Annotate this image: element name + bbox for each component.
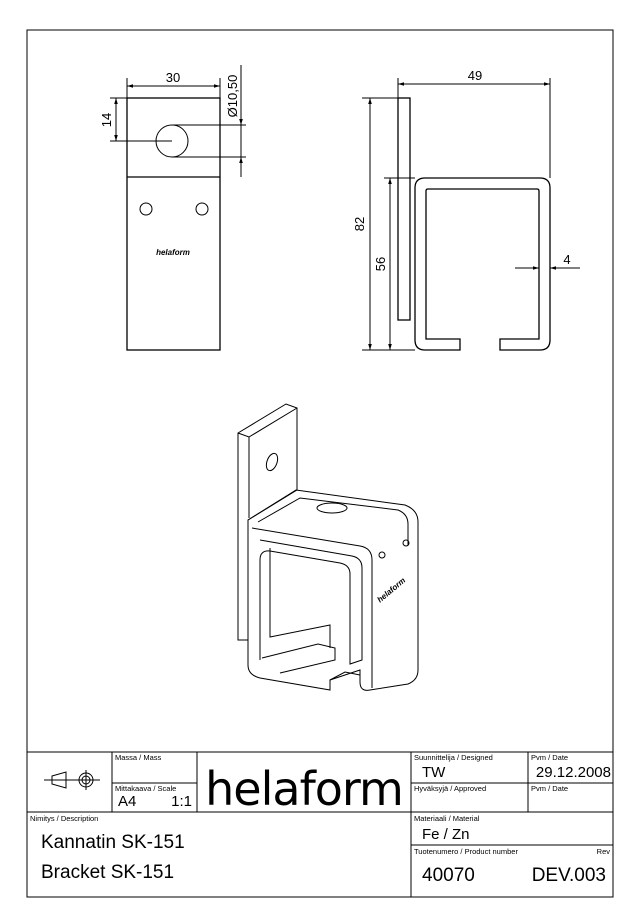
sheet-border bbox=[26, 29, 614, 898]
iso-part-marking: helaform bbox=[376, 576, 408, 605]
approved-date-label: Pvm / Date bbox=[531, 784, 568, 793]
front-view: helaform 30 14 Ø10,50 bbox=[99, 65, 246, 351]
date-label: Pvm / Date bbox=[531, 753, 568, 762]
mass-label: Massa / Mass bbox=[115, 753, 162, 762]
small-hole bbox=[139, 202, 153, 216]
side-view: 49 82 56 4 bbox=[352, 68, 580, 351]
dim-side-width: 49 bbox=[468, 68, 482, 83]
designed-label: Suunnittelija / Designed bbox=[414, 753, 493, 762]
part-marking: helaform bbox=[156, 248, 190, 257]
designed-value: TW bbox=[422, 764, 446, 781]
material-label: Materiaali / Material bbox=[414, 814, 480, 823]
product-number: 40070 bbox=[422, 865, 475, 886]
description-fi: Kannatin SK-151 bbox=[41, 832, 185, 853]
title-block: Massa / Mass Mittakaava / Scale A4 1:1 h… bbox=[27, 751, 613, 897]
dim-front-width: 30 bbox=[166, 70, 180, 85]
date-value: 29.12.2008 bbox=[536, 764, 611, 781]
material-value: Fe / Zn bbox=[422, 826, 470, 843]
dim-overall-height: 82 bbox=[352, 217, 367, 231]
description-label: Nimitys / Description bbox=[30, 814, 98, 823]
dim-hole-offset: 14 bbox=[99, 113, 114, 127]
sheet-size: A4 bbox=[118, 793, 136, 810]
helaform-logo: helaform bbox=[205, 762, 403, 816]
dim-wall-thickness: 4 bbox=[563, 252, 570, 267]
revision: DEV.003 bbox=[532, 865, 606, 886]
description-en: Bracket SK-151 bbox=[41, 862, 174, 883]
approved-label: Hyväksyjä / Approved bbox=[414, 784, 486, 793]
projection-symbol-icon bbox=[44, 770, 100, 790]
rev-label: Rev bbox=[597, 847, 611, 856]
small-hole bbox=[195, 202, 209, 216]
dim-hole-diameter: Ø10,50 bbox=[225, 75, 240, 118]
dim-channel-height: 56 bbox=[373, 257, 388, 271]
product-number-label: Tuotenumero / Product number bbox=[414, 847, 518, 856]
scale-value: 1:1 bbox=[171, 793, 192, 810]
scale-label: Mittakaava / Scale bbox=[115, 784, 176, 793]
isometric-view: helaform bbox=[237, 403, 419, 691]
